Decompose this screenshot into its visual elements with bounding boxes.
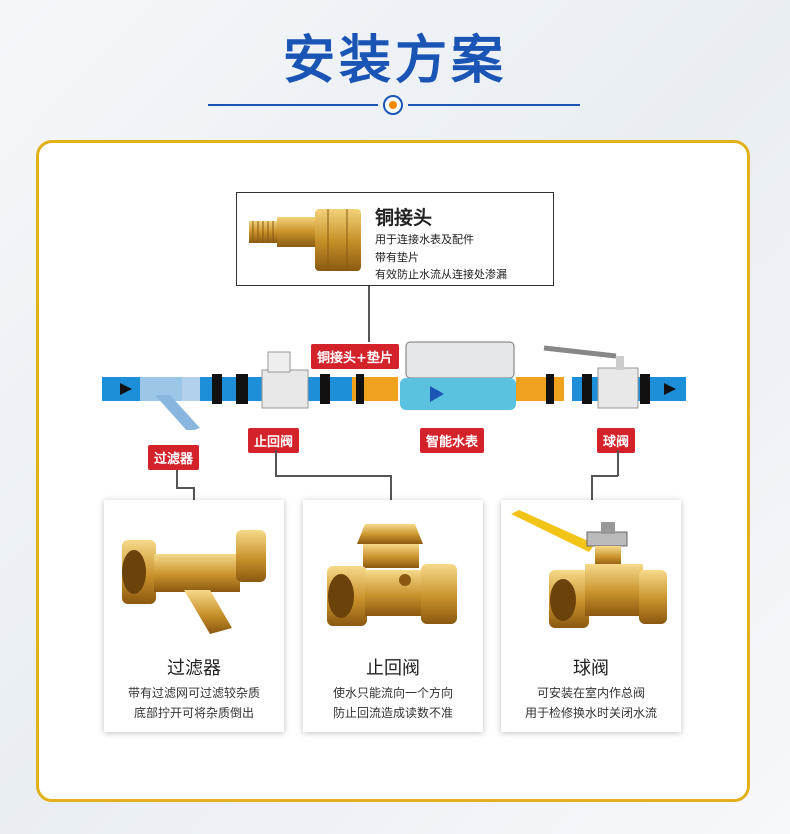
ball-valve-card-line-1: 可安装在室内作总阀 xyxy=(536,686,645,700)
product-card-filter: 过滤器 带有过滤网可过滤较杂质 底部拧开可将杂质倒出 xyxy=(104,500,284,732)
connector-line-ball-3 xyxy=(591,475,593,500)
title-divider-dot xyxy=(383,95,403,115)
filter-card-line-2: 底部拧开可将杂质倒出 xyxy=(133,706,254,720)
copper-connector-image xyxy=(249,209,361,271)
product-card-ball-valve: 球阀 可安装在室内作总阀 用于检修换水时关闭水流 xyxy=(501,500,681,732)
copper-connector-line-3: 有效防止水流从连接处渗漏 xyxy=(375,268,507,281)
title-divider-left xyxy=(208,104,378,106)
copper-connector-title: 铜接头 xyxy=(375,207,433,229)
connector-line-check-1 xyxy=(275,450,277,476)
connector-line-filter-1 xyxy=(176,470,178,488)
label-smart-meter: 智能水表 xyxy=(420,428,485,453)
check-valve-card-line-1: 使水只能流向一个方向 xyxy=(332,686,453,700)
connector-line-filter-3 xyxy=(193,487,195,500)
ball-valve-card-name: 球阀 xyxy=(573,658,609,679)
label-filter: 过滤器 xyxy=(148,445,200,470)
filter-image xyxy=(122,530,266,634)
ball-valve-card-line-2: 用于检修换水时关闭水流 xyxy=(524,706,657,720)
page-title: 安装方案 xyxy=(282,31,507,91)
check-valve-image xyxy=(327,524,457,626)
check-valve-card-line-2: 防止回流造成读数不准 xyxy=(332,706,453,720)
label-check-valve: 止回阀 xyxy=(248,428,300,453)
filter-card-name: 过滤器 xyxy=(167,658,221,679)
copper-connector-card: 铜接头 用于连接水表及配件 带有垫片 有效防止水流从连接处渗漏 xyxy=(236,192,554,286)
connector-line-check-3 xyxy=(390,475,392,500)
copper-connector-line-2: 带有垫片 xyxy=(375,251,419,264)
label-copper-washer: 铜接头+垫片 xyxy=(311,344,399,369)
connector-line-top-card xyxy=(368,286,370,342)
title-divider-right xyxy=(408,104,580,106)
connector-line-check-2 xyxy=(275,475,391,477)
copper-connector-line-1: 用于连接水表及配件 xyxy=(375,233,474,246)
connector-line-filter-2 xyxy=(176,487,194,489)
connector-line-ball-1 xyxy=(617,450,619,476)
pipeline-diagram xyxy=(102,341,686,430)
filter-card-line-1: 带有过滤网可过滤较杂质 xyxy=(127,686,260,700)
connector-line-ball-2 xyxy=(591,475,618,477)
ball-valve-image xyxy=(511,510,667,628)
product-card-check-valve: 止回阀 使水只能流向一个方向 防止回流造成读数不准 xyxy=(303,500,483,732)
label-ball-valve: 球阀 xyxy=(597,428,636,453)
check-valve-card-name: 止回阀 xyxy=(366,658,420,679)
